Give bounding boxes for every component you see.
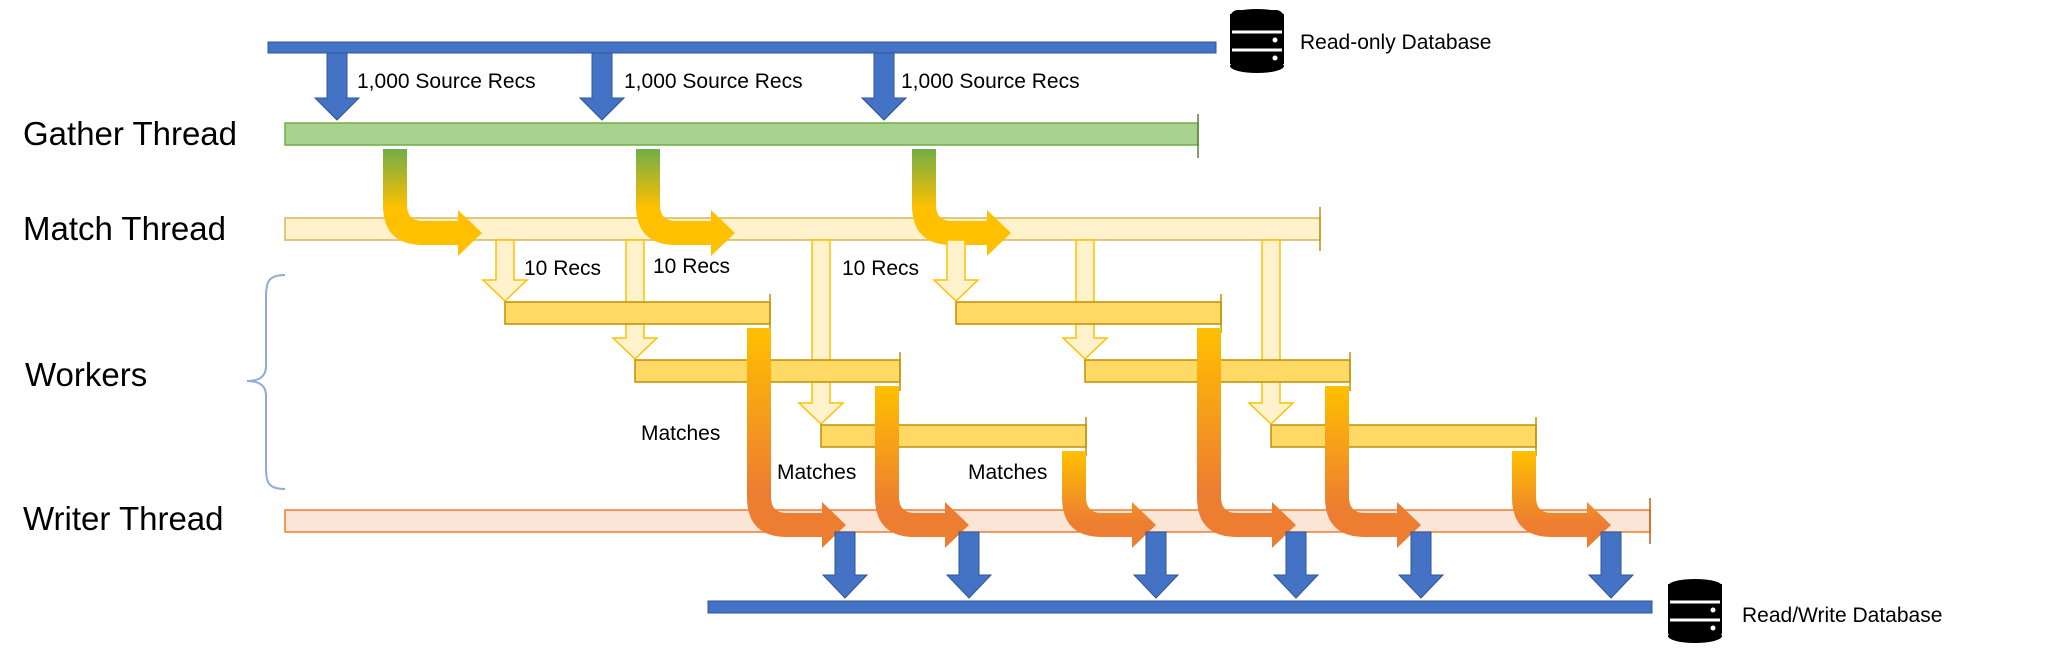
writer-thread-bar	[284, 509, 1651, 533]
recs-arrow-2	[611, 239, 659, 361]
worker-bar-3	[820, 424, 1087, 448]
matches-arrow-6	[1512, 451, 1611, 548]
worker-bar-1	[504, 301, 771, 325]
read-only-database-icon	[1230, 9, 1284, 73]
matches-arrow-3	[1062, 451, 1156, 548]
gather-match-arrow-2	[636, 149, 735, 256]
worker-bar-end-ticks	[769, 294, 1537, 456]
recs-arrow-3	[797, 239, 845, 426]
workers-label: Workers	[25, 356, 147, 393]
workers-brace	[246, 274, 286, 490]
gather-thread-label: Gather Thread	[23, 115, 237, 152]
gather-to-match-arrows	[383, 149, 1011, 256]
read-write-database-icon	[1668, 579, 1722, 643]
recs-label-2: 10 Recs	[653, 255, 730, 278]
gather-match-arrow-3	[912, 149, 1011, 256]
recs-label-1: 10 Recs	[524, 257, 601, 280]
recs-label-3: 10 Recs	[842, 257, 919, 280]
read-write-database-label: Read/Write Database	[1742, 604, 1942, 627]
source-arrow-1	[313, 52, 361, 121]
matches-arrow-2	[875, 386, 969, 548]
recs-arrow-5	[1061, 239, 1109, 361]
match-thread-label: Match Thread	[23, 210, 226, 247]
matches-arrow-4	[1197, 328, 1296, 548]
matches-arrow-5	[1325, 386, 1421, 548]
source-arrow-2	[578, 52, 626, 121]
recs-arrow-1	[481, 239, 529, 303]
gather-thread-bar	[284, 122, 1199, 146]
read-only-database-label: Read-only Database	[1300, 31, 1491, 54]
match-to-worker-arrows	[481, 239, 1295, 426]
matches-label-1: Matches	[641, 422, 720, 445]
writer-to-db-arrows	[821, 531, 1635, 599]
gather-match-arrow-1	[383, 149, 482, 256]
write-arrow-5	[1397, 531, 1445, 599]
write-arrow-3	[1132, 531, 1180, 599]
source-arrows	[313, 52, 908, 121]
writer-thread-label: Writer Thread	[23, 500, 224, 537]
source-arrow-3	[860, 52, 908, 121]
worker-bar-4	[955, 301, 1222, 325]
target-db-bar	[707, 600, 1653, 614]
source-batch-label-3: 1,000 Source Recs	[901, 70, 1080, 93]
write-arrow-6	[1587, 531, 1635, 599]
write-arrow-1	[821, 531, 869, 599]
write-arrow-2	[945, 531, 993, 599]
worker-bar-6	[1270, 424, 1537, 448]
matches-label-2: Matches	[777, 461, 856, 484]
matches-label-3: Matches	[968, 461, 1047, 484]
recs-arrow-6	[1247, 239, 1295, 426]
recs-arrow-4	[932, 239, 980, 303]
matches-arrow-1	[747, 328, 846, 548]
worker-to-writer-arrows	[747, 328, 1611, 548]
source-batch-label-2: 1,000 Source Recs	[624, 70, 803, 93]
source-batch-label-1: 1,000 Source Recs	[357, 70, 536, 93]
write-arrow-4	[1272, 531, 1320, 599]
source-db-bar	[267, 41, 1217, 54]
